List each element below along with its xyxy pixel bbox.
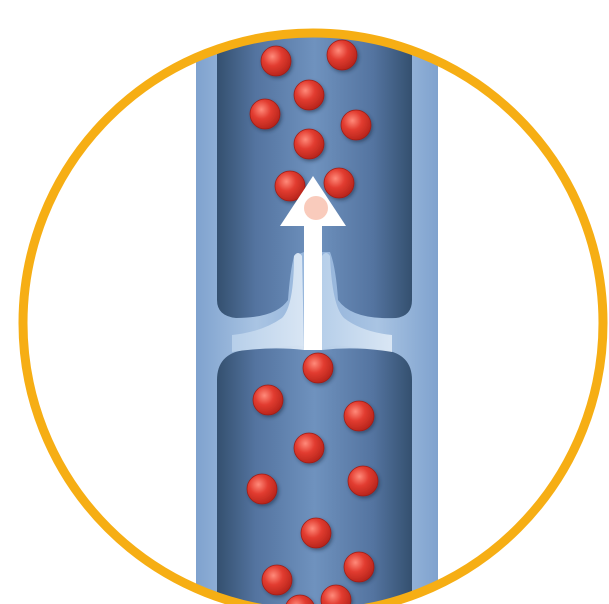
upper-blood-cell-3 (294, 80, 324, 110)
lower-blood-cell-2 (253, 385, 283, 415)
upper-blood-cell-6 (294, 129, 324, 159)
upper-blood-cell-4 (250, 99, 280, 129)
lower-blood-cell-7 (301, 518, 331, 548)
lower-blood-cell-8 (344, 552, 374, 582)
upper-blood-cell-2 (327, 40, 357, 70)
vein-group (196, 0, 438, 604)
upper-blood-cell-5 (341, 110, 371, 140)
lower-blood-cell-3 (344, 401, 374, 431)
lower-blood-cell-4 (294, 433, 324, 463)
upper-blood-cell-8 (324, 168, 354, 198)
lower-blood-cell-1 (303, 353, 333, 383)
lower-blood-cell-5 (247, 474, 277, 504)
upper-blood-cell-1 (261, 46, 291, 76)
lower-blood-cell-6 (348, 466, 378, 496)
vein-lower-lumen (217, 346, 412, 604)
lower-blood-cell-9 (262, 565, 292, 595)
